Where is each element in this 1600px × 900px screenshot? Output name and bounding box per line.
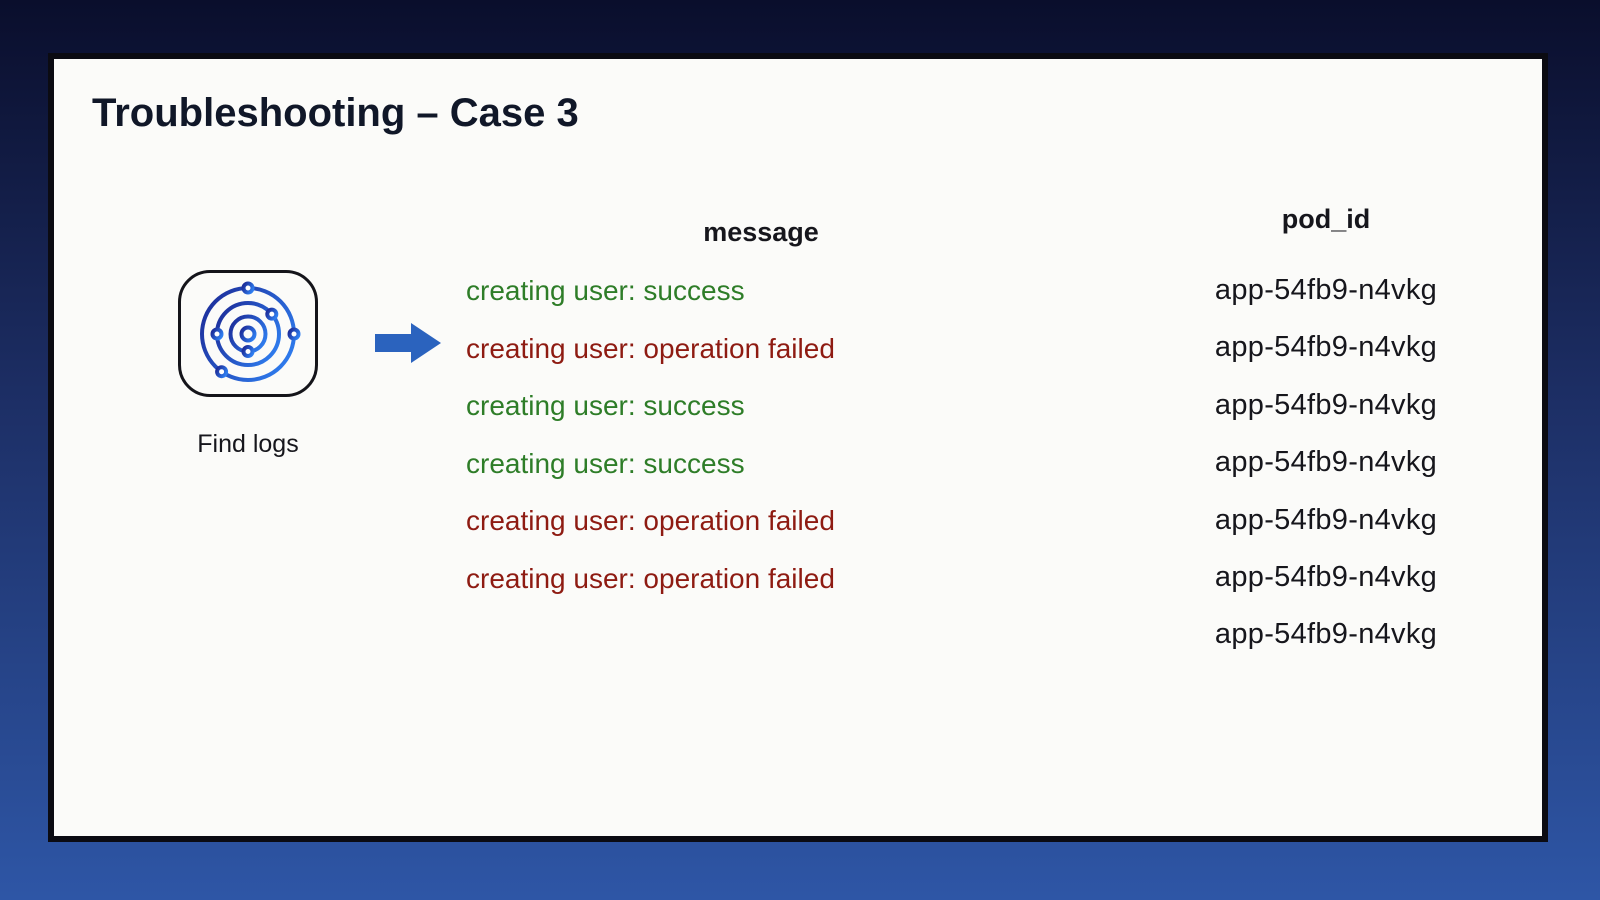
message-column-header: message — [703, 217, 819, 247]
pod-id-list: app-54fb9-n4vkg app-54fb9-n4vkg app-54fb9-… — [1176, 274, 1476, 676]
find-logs-label: Find logs — [197, 430, 299, 458]
find-logs-icon-box — [178, 270, 318, 397]
log-message — [466, 620, 835, 678]
pod-id-column-header: pod_id — [1281, 204, 1371, 234]
log-message: creating user: operation failed — [466, 332, 835, 364]
right-arrow-icon — [375, 323, 441, 363]
orbit-logs-icon — [200, 281, 301, 382]
log-message: creating user: success — [466, 275, 745, 306]
log-message: creating user: operation failed — [466, 562, 835, 594]
slide-card: Troubleshooting – Case 3 — [48, 53, 1548, 842]
slide-title: Troubleshooting – Case 3 — [92, 91, 579, 135]
pod-id-value: app-54fb9-n4vkg — [1214, 331, 1438, 364]
pod-id-value: app-54fb9-n4vkg — [1214, 274, 1438, 306]
pod-id-value: app-54fb9-n4vkg — [1214, 618, 1438, 651]
pod-id-value: app-54fb9-n4vkg — [1214, 446, 1438, 479]
pod-id-value: app-54fb9-n4vkg — [1214, 388, 1438, 421]
log-message: creating user: success — [466, 447, 745, 479]
pod-id-value: app-54fb9-n4vkg — [1214, 560, 1438, 593]
log-message: creating user: success — [466, 390, 745, 421]
message-list: creating user: success creating user: ope… — [466, 275, 835, 678]
pod-id-value: app-54fb9-n4vkg — [1214, 503, 1438, 536]
log-message: creating user: operation failed — [466, 505, 835, 536]
